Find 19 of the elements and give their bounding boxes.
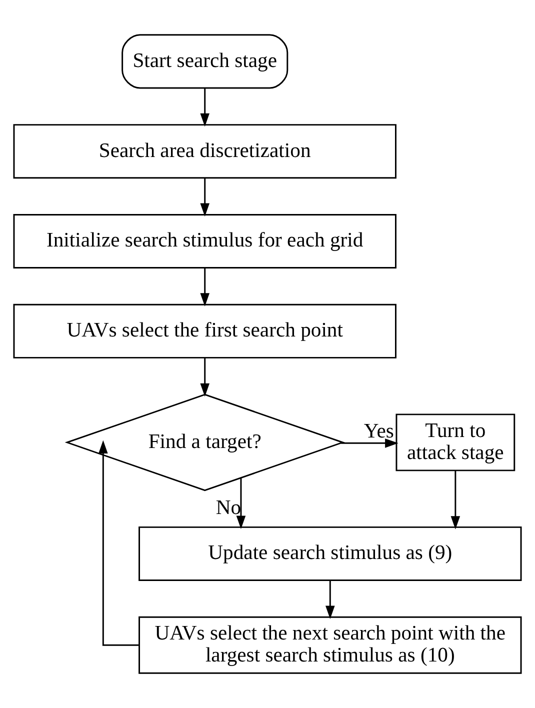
arrow — [200, 88, 210, 127]
arrow — [236, 478, 246, 530]
node-box: UAVs select the next search point with the largest search stimulus as (10) — [138, 616, 522, 674]
arrow — [98, 440, 139, 646]
arrow — [450, 470, 460, 530]
node-box: Search area discretization — [13, 124, 396, 179]
arrow — [200, 268, 210, 306]
arrow — [326, 580, 335, 620]
edge-label: Yes — [364, 420, 394, 443]
node-box: Start search stage — [122, 34, 288, 89]
node-diamond: Find a target? — [64, 394, 345, 492]
edge-label: No — [216, 496, 242, 519]
node-box: Initialize search stimulus for each grid — [13, 214, 396, 269]
node-box: Turn to attack stage — [396, 414, 516, 472]
node-box: Update search stimulus as (9) — [138, 526, 522, 581]
arrow — [200, 358, 210, 397]
node-box: UAVs select the first search point — [13, 304, 396, 358]
arrow — [200, 178, 210, 217]
arrow — [341, 438, 398, 448]
